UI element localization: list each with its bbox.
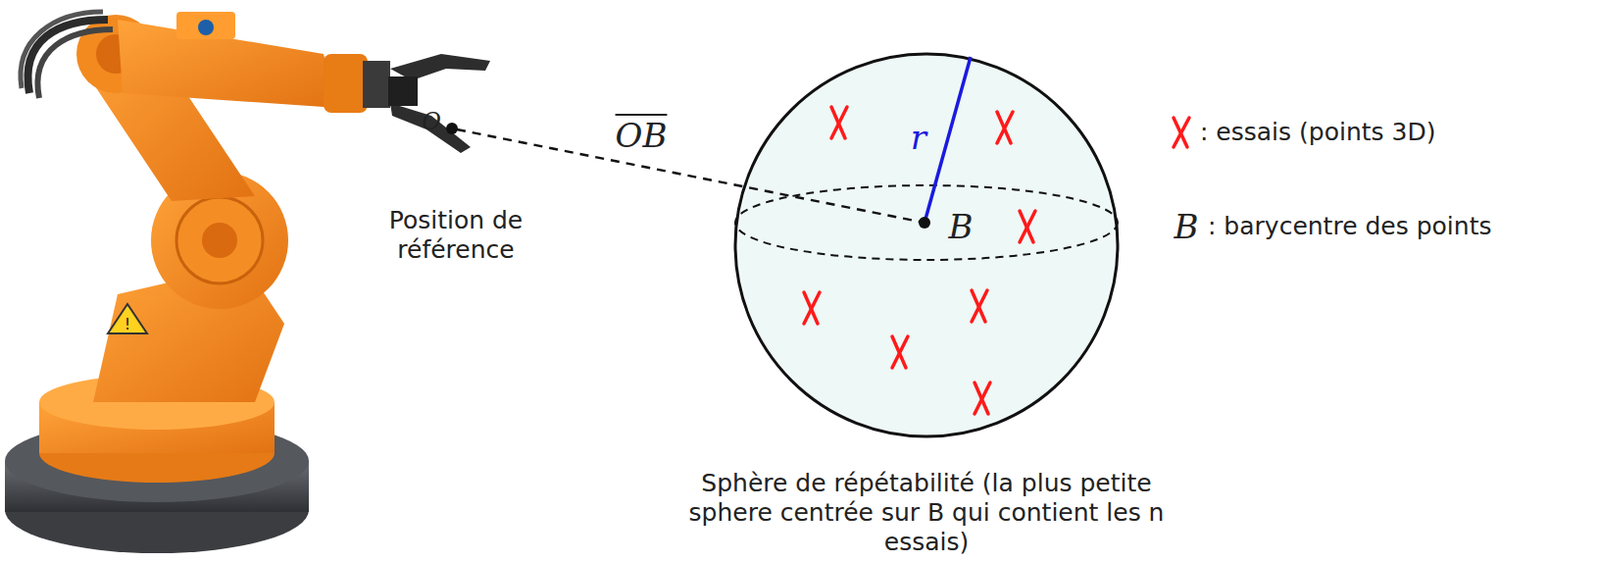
legend-text: : essais (points 3D) xyxy=(1200,117,1436,148)
trial-mark xyxy=(997,111,1013,144)
robot-arm: ! xyxy=(4,11,491,553)
legend-text: : barycentre des points xyxy=(1207,211,1492,242)
legend-symbol: B xyxy=(1174,206,1200,248)
legend-x-sample xyxy=(1173,117,1190,148)
svg-text:!: ! xyxy=(124,314,131,334)
trial-mark xyxy=(971,290,988,322)
caption: Sphère de répétabilité (la plus petite s… xyxy=(681,468,1172,557)
trial-mark xyxy=(1019,210,1036,243)
trial-marks xyxy=(803,106,1036,414)
trial-mark xyxy=(831,106,848,139)
trial-mark xyxy=(892,336,908,368)
trial-mark xyxy=(974,382,991,414)
reference-label: Position de référence xyxy=(357,205,554,265)
repeatability-sphere xyxy=(735,53,1118,437)
point-b xyxy=(918,216,931,229)
trial-mark xyxy=(803,292,820,324)
barycenter-label: B xyxy=(949,206,974,248)
point-label: O xyxy=(421,107,442,137)
ob-vector xyxy=(456,129,920,222)
vector-label: OB xyxy=(615,115,668,156)
radius-label: r xyxy=(910,117,927,158)
radius-line xyxy=(924,56,971,223)
point-o xyxy=(446,122,458,135)
